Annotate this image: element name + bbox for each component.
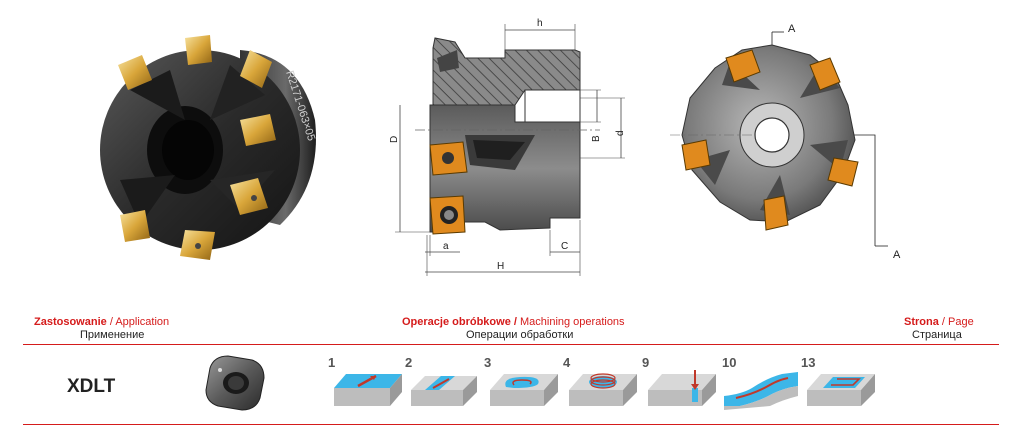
application-ru: Применение: [80, 329, 145, 341]
operation-number-13: 13: [801, 355, 816, 370]
dim-d: d: [615, 130, 626, 136]
helical-interpolation-icon: [569, 373, 637, 406]
application-header: Zastosowanie / Application: [34, 316, 169, 329]
profile-milling-icon: [724, 372, 798, 410]
side-view-drawing: h D B d a C H: [389, 18, 626, 276]
insert-code: XDLT: [67, 376, 116, 397]
face-milling-icon: [334, 374, 402, 406]
page-pl: Strona: [904, 316, 939, 328]
dim-D: D: [389, 136, 400, 143]
insert-photo: [205, 355, 265, 411]
operation-number-10: 10: [722, 355, 737, 370]
slot-milling-icon: [411, 376, 477, 406]
dim-a: a: [443, 241, 449, 252]
operations-ru: Операции обработки: [466, 329, 574, 341]
section-A-top: A: [788, 23, 796, 35]
front-view-drawing: A A: [670, 23, 901, 261]
plunge-milling-icon: [648, 370, 716, 406]
operations-pl: Operacje obróbkowe /: [402, 316, 517, 328]
dim-H: H: [497, 261, 504, 272]
page-header: Strona / Page: [904, 316, 974, 329]
header-divider: [23, 344, 999, 345]
operation-number-2: 2: [405, 355, 413, 370]
operation-number-4: 4: [563, 355, 571, 370]
bottom-divider: [23, 424, 999, 425]
operation-number-3: 3: [484, 355, 492, 370]
section-A-bottom: A: [893, 249, 901, 261]
operation-number-1: 1: [328, 355, 336, 370]
dim-B: B: [591, 135, 602, 142]
pocket-milling-icon: [490, 374, 558, 406]
operation-number-9: 9: [642, 355, 650, 370]
dim-h: h: [537, 18, 543, 29]
page-ru: Страница: [912, 329, 962, 341]
contour-pocket-icon: [807, 374, 875, 406]
application-en: / Application: [109, 316, 170, 328]
cutter-photo: R2171-063×05: [100, 35, 317, 260]
operations-header: Operacje obróbkowe / Machining operation…: [402, 316, 625, 329]
application-pl: Zastosowanie: [34, 316, 107, 328]
dim-C: C: [561, 241, 568, 252]
operations-en: Machining operations: [519, 316, 625, 328]
page-en: / Page: [941, 316, 974, 328]
